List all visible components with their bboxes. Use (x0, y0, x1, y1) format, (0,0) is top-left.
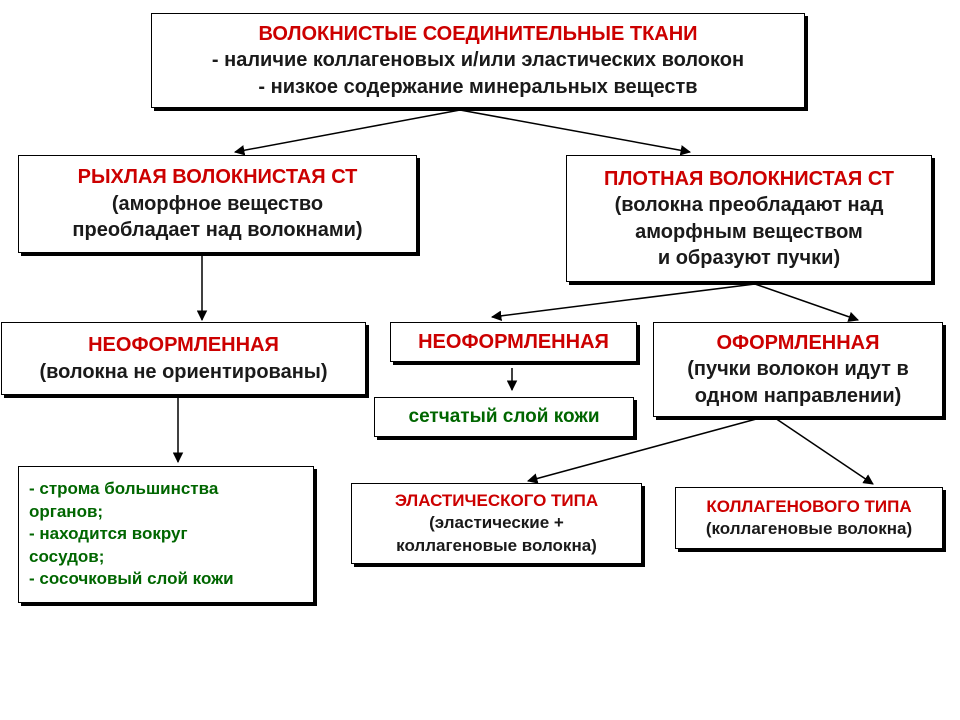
elastic-type-line2: коллагеновые волокна) (396, 535, 597, 555)
loose-irregular-box: НЕОФОРМЛЕННАЯ (волокна не ориентированы) (1, 322, 366, 395)
dense-regular-line1: (пучки волокон идут в (687, 358, 909, 381)
arrow-regular-to-elastic (526, 417, 761, 484)
reticular-layer-text: сетчатый слой кожи (408, 406, 600, 428)
dense-irregular-title: НЕОФОРМЛЕННАЯ (418, 330, 609, 353)
dense-regular-box: ОФОРМЛЕННАЯ (пучки волокон идут в одном … (653, 322, 943, 417)
loose-line2: преобладает над волокнами) (72, 219, 363, 242)
examples-line5: - сосочковый слой кожи (29, 569, 234, 589)
examples-line2: органов; (29, 501, 104, 521)
arrow-dense-to-regular (754, 283, 859, 322)
loose-irregular-title: НЕОФОРМЛЕННАЯ (88, 334, 279, 357)
dense-irregular-box: НЕОФОРМЛЕННАЯ (390, 322, 637, 362)
root-line1: - наличие коллагеновых и/или эластически… (211, 49, 745, 72)
dense-line2: аморфным веществом (635, 220, 863, 243)
elastic-type-title: ЭЛАСТИЧЕСКОГО ТИПА (394, 490, 599, 510)
arrow-dense-to-irregular (490, 283, 756, 322)
root-box: ВОЛОКНИСТЫЕ СОЕДИНИТЕЛЬНЫЕ ТКАНИ - налич… (151, 13, 805, 108)
elastic-type-box: ЭЛАСТИЧЕСКОГО ТИПА (эластические + колла… (351, 483, 642, 564)
dense-regular-line2: одном направлении) (694, 384, 902, 407)
root-line2: - низкое содержание минеральных веществ (258, 75, 698, 98)
collagen-type-title: КОЛЛАГЕНОВОГО ТИПА (706, 496, 912, 516)
dense-line3: и образуют пучки) (657, 246, 841, 269)
dense-box: ПЛОТНАЯ ВОЛОКНИСТАЯ СТ (волокна преоблад… (566, 155, 932, 282)
dense-regular-title: ОФОРМЛЕННАЯ (716, 331, 880, 354)
examples-line4: сосудов; (29, 546, 105, 566)
loose-irregular-line1: (волокна не ориентированы) (39, 360, 328, 383)
dense-line1: (волокна преобладают над (614, 194, 884, 217)
loose-box: РЫХЛАЯ ВОЛОКНИСТАЯ СТ (аморфное вещество… (18, 155, 417, 253)
examples-line1: - строма большинства (29, 479, 219, 499)
loose-title: РЫХЛАЯ ВОЛОКНИСТАЯ СТ (77, 166, 358, 189)
collagen-type-line1: (коллагеновые волокна) (705, 519, 913, 538)
loose-line1: (аморфное вещество (111, 192, 324, 215)
root-title: ВОЛОКНИСТЫЕ СОЕДИНИТЕЛЬНЫЕ ТКАНИ (258, 22, 698, 45)
arrow-root-to-loose (233, 109, 461, 156)
examples-line3: - находится вокруг (29, 524, 188, 544)
dense-title: ПЛОТНАЯ ВОЛОКНИСТАЯ СТ (603, 167, 895, 190)
arrow-root-to-dense (459, 109, 692, 156)
arrow-regular-to-collagen (774, 417, 874, 485)
reticular-layer-box: сетчатый слой кожи (374, 397, 634, 437)
elastic-type-line1: (эластические + (429, 513, 564, 533)
collagen-type-box: КОЛЛАГЕНОВОГО ТИПА (коллагеновые волокна… (675, 487, 943, 549)
examples-box: - строма большинства органов; - находитс… (18, 466, 314, 603)
